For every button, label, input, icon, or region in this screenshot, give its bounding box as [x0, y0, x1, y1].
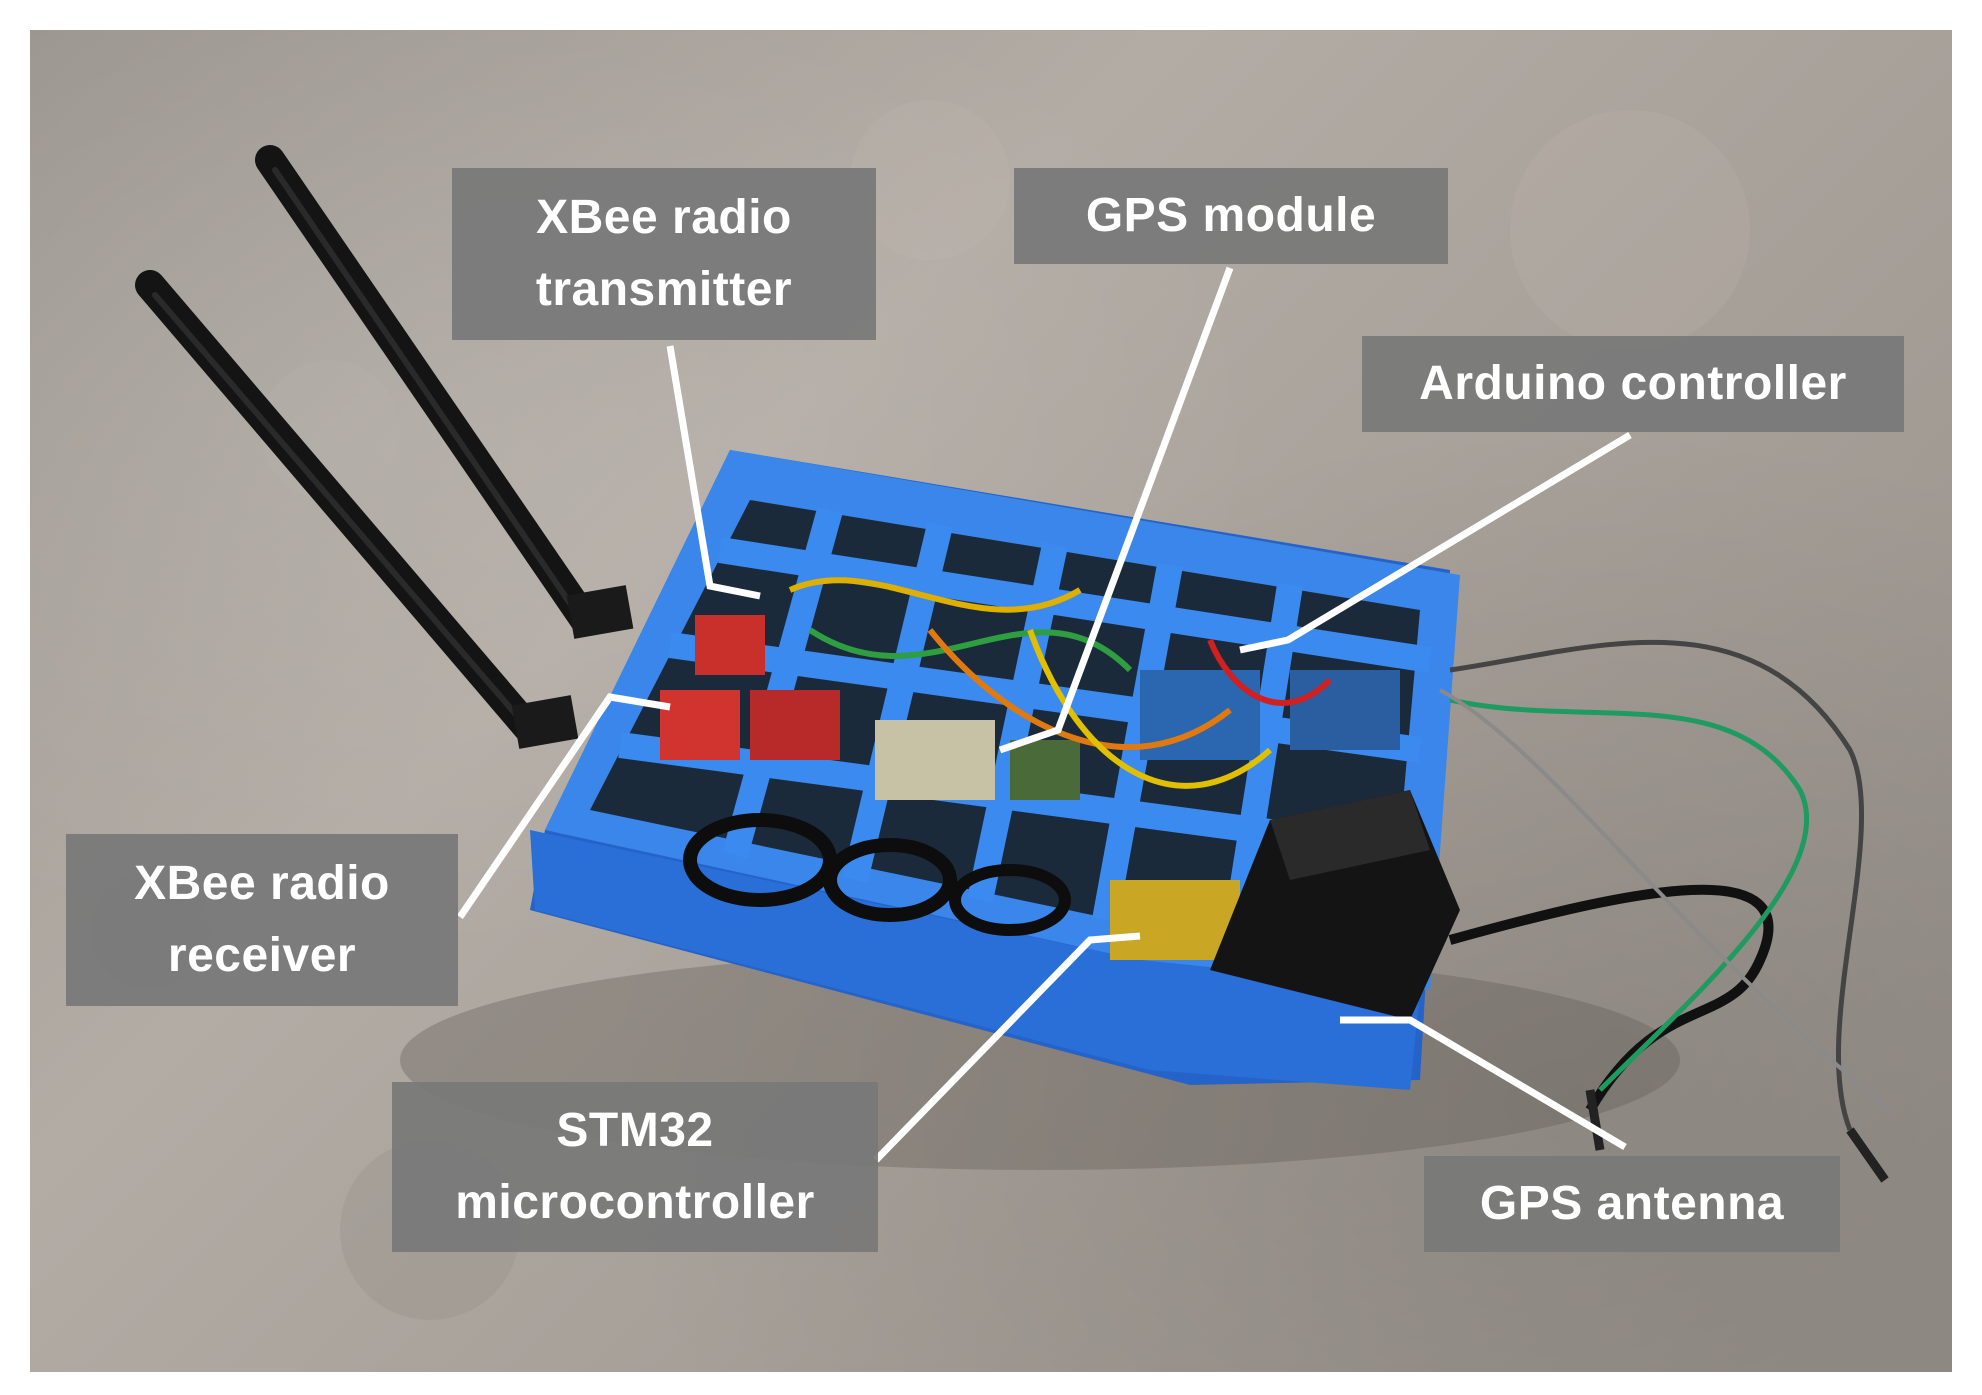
leader-gps-antenna: [1340, 1016, 1627, 1151]
callout-stm32-line-2: microcontroller: [455, 1176, 815, 1229]
stm32-board: [1110, 880, 1240, 960]
callout-xbee-receiver-line-2: receiver: [167, 929, 357, 982]
xbee-transmitter-board: [695, 615, 765, 675]
concrete-floor: [90, 100, 1880, 1330]
blue-enclosure: [530, 450, 1460, 1090]
callout-xbee-transmitter-line-1: XBee radio: [536, 191, 792, 244]
external-cables: [1439, 639, 1892, 1183]
leader-xbee-receiver: [457, 693, 671, 919]
xbee-receiver-board: [660, 690, 740, 760]
callout-xbee-transmitter-line-2: transmitter: [535, 263, 793, 316]
callout-gps-antenna-line-1: GPS antenna: [1479, 1177, 1785, 1230]
callout-stm32: STM32 microcontroller: [392, 1082, 878, 1252]
callout-xbee-transmitter: XBee radio transmitter: [452, 168, 876, 340]
leader-gps-module: [998, 266, 1234, 754]
gps-antenna-puck: [1210, 790, 1460, 1020]
leader-xbee-transmitter: [666, 345, 761, 600]
callout-arduino-controller: Arduino controller: [1362, 336, 1904, 432]
callout-gps-antenna: GPS antenna: [1424, 1156, 1840, 1252]
callout-stm32-line-1: STM32: [556, 1104, 714, 1157]
leader-stm32: [873, 932, 1141, 1163]
leader-lines: [457, 266, 1632, 1163]
callout-gps-module: GPS module: [1014, 168, 1448, 264]
gps-module-board: [875, 720, 995, 800]
callout-xbee-receiver: XBee radio receiver: [66, 834, 458, 1006]
radio-antennas: [135, 145, 634, 749]
callout-xbee-receiver-line-1: XBee radio: [134, 857, 390, 910]
leader-arduino: [1239, 431, 1632, 654]
photo-frame: XBee radio transmitter GPS module Arduin…: [30, 30, 1952, 1372]
callout-arduino-controller-line-1: Arduino controller: [1419, 357, 1847, 410]
callout-gps-module-line-1: GPS module: [1085, 189, 1377, 242]
